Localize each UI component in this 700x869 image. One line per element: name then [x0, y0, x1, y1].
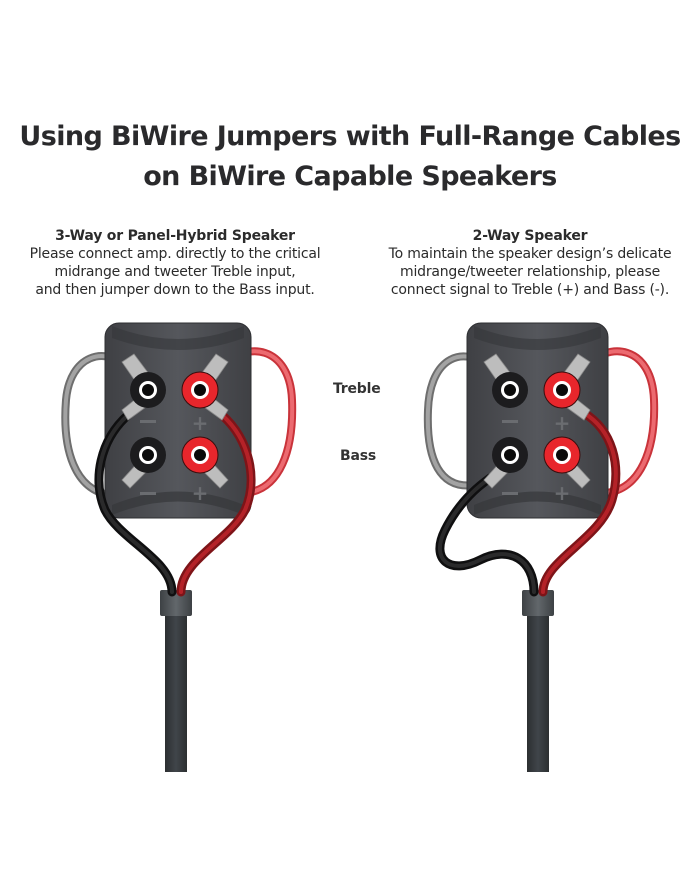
terminal-neg-top: [130, 372, 166, 408]
left-caption: 3-Way or Panel-Hybrid Speaker Please con…: [5, 227, 345, 299]
title-line-1: Using BiWire Jumpers with Full-Range Cab…: [19, 121, 681, 152]
right-speaker: + +: [423, 322, 659, 772]
left-caption-line: and then jumper down to the Bass input.: [35, 282, 315, 298]
right-caption-line: midrange/tweeter relationship, please: [400, 264, 660, 280]
plus-mark: +: [192, 481, 209, 505]
terminal-neg-bottom: [130, 437, 166, 473]
terminal-plate: [466, 322, 609, 519]
terminal-pos-top: [543, 371, 581, 409]
cable-ferrule: [160, 590, 192, 616]
right-heading: 2-Way Speaker: [472, 228, 588, 244]
bass-label: Bass: [340, 448, 376, 464]
cable-ferrule: [522, 590, 554, 616]
left-speaker: + +: [61, 322, 297, 772]
page-title: Using BiWire Jumpers with Full-Range Cab…: [0, 117, 700, 197]
minus-mark: [502, 492, 518, 495]
cable-jacket: [165, 610, 187, 772]
terminal-neg-bottom: [492, 437, 528, 473]
treble-label: Treble: [333, 381, 381, 397]
right-caption: 2-Way Speaker To maintain the speaker de…: [360, 227, 700, 299]
terminal-pos-bottom: [181, 436, 219, 474]
right-caption-line: To maintain the speaker design’s delicat…: [388, 246, 672, 262]
plus-mark: +: [554, 481, 571, 505]
minus-mark: [140, 420, 156, 423]
left-heading: 3-Way or Panel-Hybrid Speaker: [55, 228, 295, 244]
minus-mark: [502, 420, 518, 423]
right-caption-line: connect signal to Treble (+) and Bass (-…: [390, 282, 670, 298]
plus-mark: +: [554, 411, 571, 435]
left-caption-line: Please connect amp. directly to the crit…: [29, 246, 321, 262]
cable-jacket: [527, 610, 549, 772]
left-caption-line: midrange and tweeter Treble input,: [54, 264, 296, 280]
terminal-pos-bottom: [543, 436, 581, 474]
terminal-neg-top: [492, 372, 528, 408]
minus-mark: [140, 492, 156, 495]
terminal-pos-top: [181, 371, 219, 409]
title-line-2: on BiWire Capable Speakers: [143, 161, 557, 192]
plus-mark: +: [192, 411, 209, 435]
